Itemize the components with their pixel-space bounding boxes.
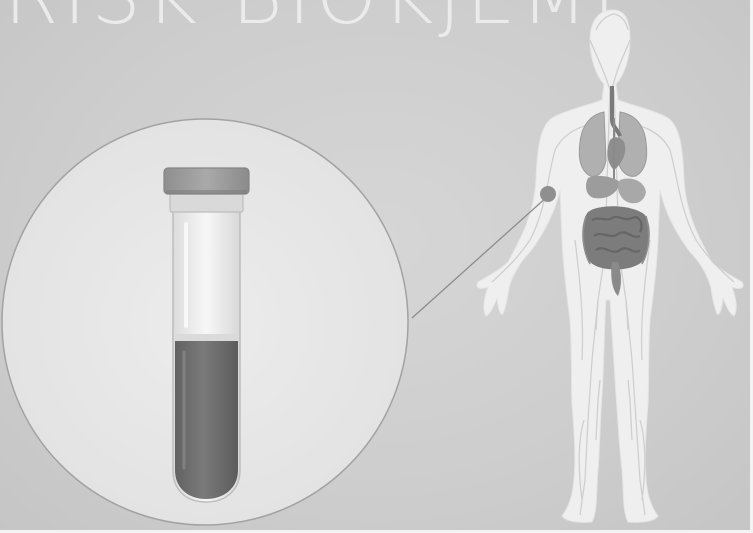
blood-sample-tube	[164, 168, 249, 502]
sample-site-marker	[540, 186, 556, 202]
human-figure	[477, 10, 743, 522]
